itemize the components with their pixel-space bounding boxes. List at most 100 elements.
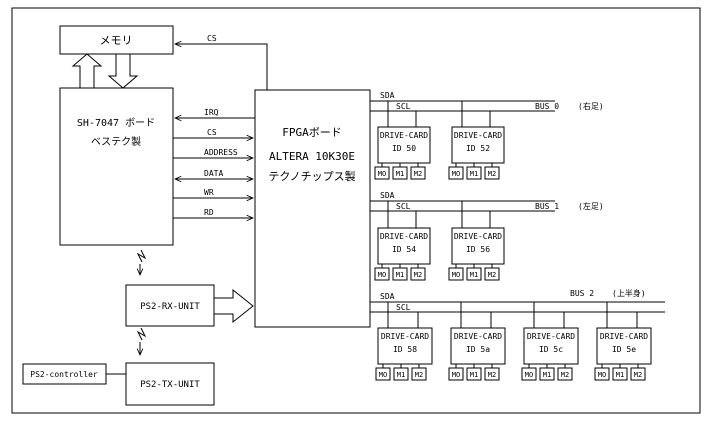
- cs-memory-label: CS: [207, 34, 217, 43]
- sda-label: SDA: [380, 292, 395, 301]
- drive-card-title: DRIVE-CARD: [527, 332, 575, 341]
- cpu-board-name: SH-7047 ボード: [77, 117, 155, 129]
- drive-card-id: ID 5c: [539, 345, 563, 354]
- motor-label: MO: [378, 271, 386, 279]
- motor-box: [393, 367, 409, 381]
- motor-box: [374, 267, 390, 281]
- motor-label: M1: [470, 170, 478, 178]
- motor-label: M1: [616, 371, 624, 379]
- motor-label: M1: [543, 371, 551, 379]
- ps2-controller-label: PS2-controller: [30, 370, 98, 379]
- motor-label: MO: [452, 271, 460, 279]
- scl-label: SCL: [396, 102, 411, 111]
- fpga-chip: ALTERA 10K30E: [269, 150, 355, 163]
- motor-label: M2: [488, 170, 496, 178]
- bus-name: BUS 1: [535, 202, 559, 211]
- motor-box: [410, 166, 426, 180]
- motor-label: M2: [488, 371, 496, 379]
- scl-label: SCL: [396, 202, 411, 211]
- drive-card-title: DRIVE-CARD: [454, 332, 502, 341]
- motor-box: [448, 267, 464, 281]
- drive-card: [451, 227, 505, 265]
- motor-box: [466, 367, 482, 381]
- drive-card-title: DRIVE-CARD: [600, 332, 648, 341]
- motor-box: [448, 166, 464, 180]
- fpga-board-maker: テクノチップス製: [268, 169, 355, 183]
- motor-label: M2: [415, 371, 423, 379]
- ps2-rx-unit-block: PS2-RX-UNIT: [125, 284, 215, 327]
- memory-label: メモリ: [100, 34, 133, 47]
- motor-label: M1: [396, 271, 404, 279]
- drive-card: [596, 327, 652, 365]
- motor-label: M2: [414, 170, 422, 178]
- drive-card-title: DRIVE-CARD: [380, 232, 428, 241]
- motor-box: [375, 367, 391, 381]
- drive-card-id: ID 52: [466, 144, 490, 153]
- wr-label: WR: [204, 188, 214, 197]
- motor-box: [484, 166, 500, 180]
- bus-name: BUS 0: [535, 102, 559, 111]
- motor-label: M2: [634, 371, 642, 379]
- motor-label: MO: [379, 371, 387, 379]
- irq-label: IRQ: [204, 108, 219, 117]
- fpga-board-name: FPGAボード: [282, 126, 342, 139]
- motor-box: [539, 367, 555, 381]
- motor-box: [392, 267, 408, 281]
- drive-card-title: DRIVE-CARD: [454, 232, 502, 241]
- drive-card: [377, 126, 431, 164]
- ps2-rx-unit-label: PS2-RX-UNIT: [140, 302, 200, 312]
- motor-box: [374, 166, 390, 180]
- drive-card-id: ID 5e: [612, 345, 636, 354]
- address-label: ADDRESS: [204, 148, 238, 157]
- memory-block: メモリ: [59, 25, 174, 55]
- motor-box: [612, 367, 628, 381]
- ps2-controller-block: PS2-controller: [22, 363, 107, 385]
- drive-card: [450, 327, 506, 365]
- motor-label: M1: [470, 371, 478, 379]
- motor-box: [392, 166, 408, 180]
- drive-card-id: ID 56: [466, 245, 490, 254]
- motor-box: [484, 367, 500, 381]
- drive-card: [523, 327, 579, 365]
- motor-label: M2: [414, 271, 422, 279]
- drive-card-title: DRIVE-CARD: [454, 131, 502, 140]
- cpu-to-memory-arrow: [71, 53, 103, 88]
- cpu-board-maker: ベステク製: [91, 135, 141, 148]
- wireless-link-icon-2: [136, 327, 147, 355]
- drive-card-id: ID 5a: [466, 345, 490, 354]
- motor-box: [557, 367, 573, 381]
- cs-memory-line: [175, 44, 268, 90]
- drive-card-id: ID 50: [392, 144, 416, 153]
- drive-card: [377, 327, 433, 365]
- motor-label: MO: [452, 371, 460, 379]
- sda-label: SDA: [380, 91, 395, 100]
- rx-to-fpga-arrow: [213, 288, 254, 324]
- motor-box: [466, 166, 482, 180]
- motor-label: MO: [525, 371, 533, 379]
- bus-note: (左足): [578, 201, 604, 211]
- drive-card: [377, 227, 431, 265]
- bus-note: (上半身): [612, 288, 646, 298]
- motor-box: [410, 267, 426, 281]
- motor-label: M1: [396, 170, 404, 178]
- drive-card: [451, 126, 505, 164]
- ps2-tx-unit-label: PS2-TX-UNIT: [140, 380, 200, 390]
- fpga-board-block: FPGAボード ALTERA 10K30E テクノチップス製: [254, 89, 371, 328]
- rd-label: RD: [204, 208, 214, 217]
- scl-label: SCL: [396, 303, 411, 312]
- memory-to-cpu-arrow: [107, 54, 139, 89]
- motor-label: MO: [452, 170, 460, 178]
- drive-card-id: ID 58: [393, 345, 417, 354]
- drive-card-id: ID 54: [392, 245, 416, 254]
- cpu-board-block: SH-7047 ボード ベステク製: [59, 87, 174, 246]
- drive-card-title: DRIVE-CARD: [380, 131, 428, 140]
- motor-label: MO: [598, 371, 606, 379]
- bus-name: BUS 2: [570, 289, 594, 298]
- ps2-tx-unit-block: PS2-TX-UNIT: [125, 362, 215, 406]
- bus-note: (右足): [578, 101, 604, 111]
- motor-label: MO: [378, 170, 386, 178]
- motor-box: [484, 267, 500, 281]
- wireless-link-icon: [136, 249, 147, 275]
